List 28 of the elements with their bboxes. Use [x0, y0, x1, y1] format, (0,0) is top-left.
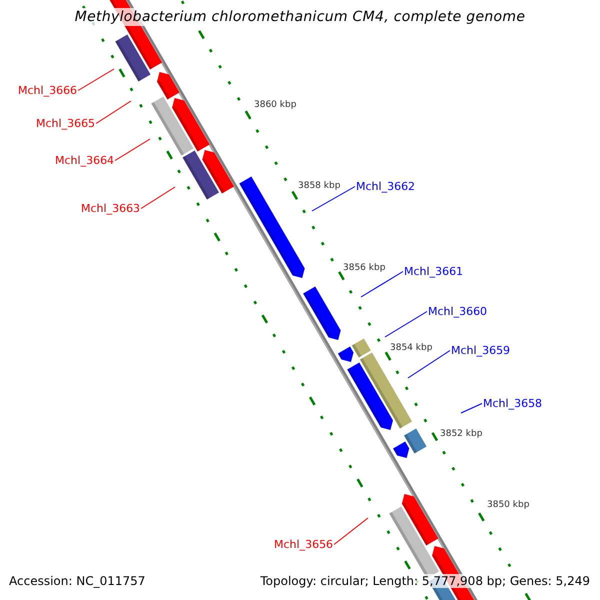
gene-label: Mchl_3659: [451, 344, 510, 357]
gene-label: Mchl_3658: [483, 397, 542, 410]
leader-line: [384, 311, 428, 338]
gene-label: Mchl_3664: [55, 154, 114, 167]
gene-label: Mchl_3665: [36, 117, 96, 130]
leader-line: [360, 271, 404, 298]
gene-label: Mchl_3661: [404, 265, 464, 278]
gene-label: Mchl_3662: [356, 180, 416, 193]
info-text: Topology: circular; Length: 5,777,908 bp; Genes: 5,249: [260, 574, 590, 588]
leader-line: [312, 186, 356, 212]
tick-label: 3852 kbp: [440, 429, 482, 439]
tick-label: 3856 kbp: [343, 263, 386, 273]
tick-label: 3858 kbp: [298, 181, 340, 191]
leader-line: [78, 68, 114, 91]
info-text: Accession: NC_011757: [9, 574, 146, 588]
gene-label: Mchl_3656: [274, 538, 334, 551]
tick-label: 3854 kbp: [390, 343, 432, 353]
gene-label: Mchl_3663: [81, 202, 140, 215]
leader-line: [460, 403, 482, 414]
leader-line: [114, 138, 150, 161]
leader-line: [96, 100, 132, 124]
leader-line: [140, 186, 176, 209]
leader-line: [408, 350, 450, 378]
gene-label: Mchl_3666: [18, 84, 78, 97]
gene-label: Mchl_3660: [428, 305, 488, 318]
tick-label: 3850 kbp: [487, 500, 530, 510]
tick-label: 3860 kbp: [254, 100, 296, 110]
leader-line: [334, 518, 368, 545]
